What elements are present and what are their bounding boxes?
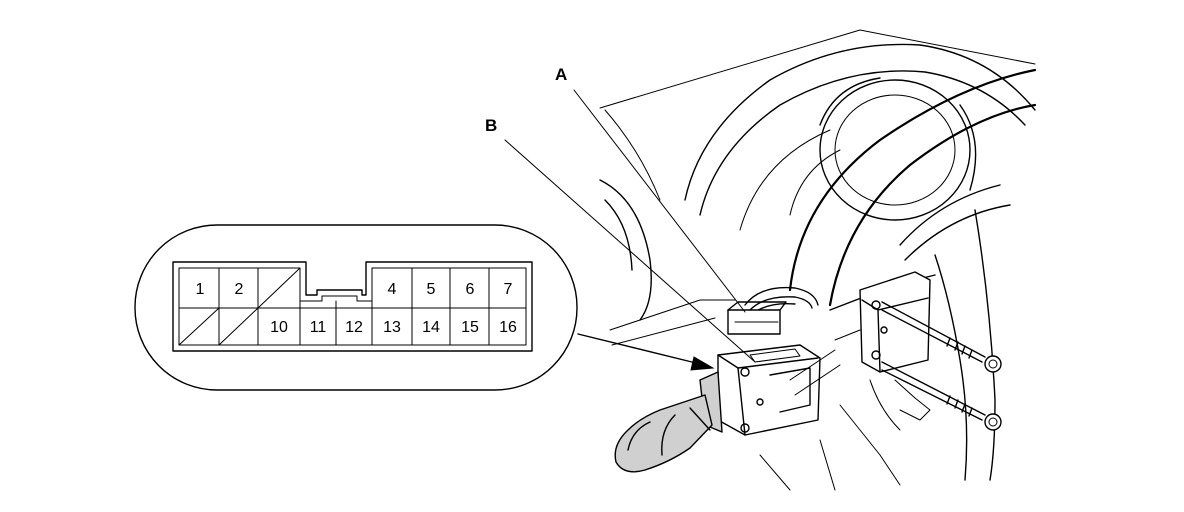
pin-11-label: 11 — [310, 319, 327, 336]
empty-cavity-slash — [218, 307, 259, 346]
callout-b: B — [485, 116, 756, 363]
steering-wheel — [788, 68, 1037, 307]
pin-16-label: 16 — [499, 319, 517, 336]
combination-switch-b — [717, 344, 841, 436]
pin-7-label: 7 — [504, 281, 513, 298]
empty-cavity-slash — [178, 307, 220, 346]
dashboard-outline — [599, 29, 1036, 491]
callout-a: A — [555, 65, 746, 313]
turn-signal-lever — [614, 371, 723, 473]
pin-12-label: 12 — [345, 319, 363, 336]
connector-housing — [172, 261, 533, 352]
pin-1-label: 1 — [196, 281, 205, 298]
pin-14-label: 14 — [422, 319, 440, 336]
detail-arrow — [577, 333, 715, 371]
pin-13-label: 13 — [383, 319, 401, 336]
empty-cavity-slash — [257, 267, 301, 309]
pin-4-label: 4 — [388, 281, 397, 298]
pin-5-label: 5 — [427, 281, 436, 298]
screw-upper — [881, 301, 1002, 373]
connector-a — [727, 286, 819, 335]
pin-6-label: 6 — [466, 281, 475, 298]
callout-a-label: A — [555, 65, 567, 84]
pin-15-label: 15 — [461, 319, 479, 336]
connector-grid — [178, 267, 527, 346]
screw-lower — [881, 361, 1002, 431]
column-cover-bracket — [834, 271, 931, 421]
connector-detail-view: 1 2 4 5 6 7 10 11 12 13 14 15 16 — [134, 224, 578, 391]
pin-10-label: 10 — [270, 319, 288, 336]
callout-b-label: B — [485, 116, 497, 135]
pin-2-label: 2 — [235, 281, 244, 298]
gauge-cluster — [819, 77, 977, 221]
